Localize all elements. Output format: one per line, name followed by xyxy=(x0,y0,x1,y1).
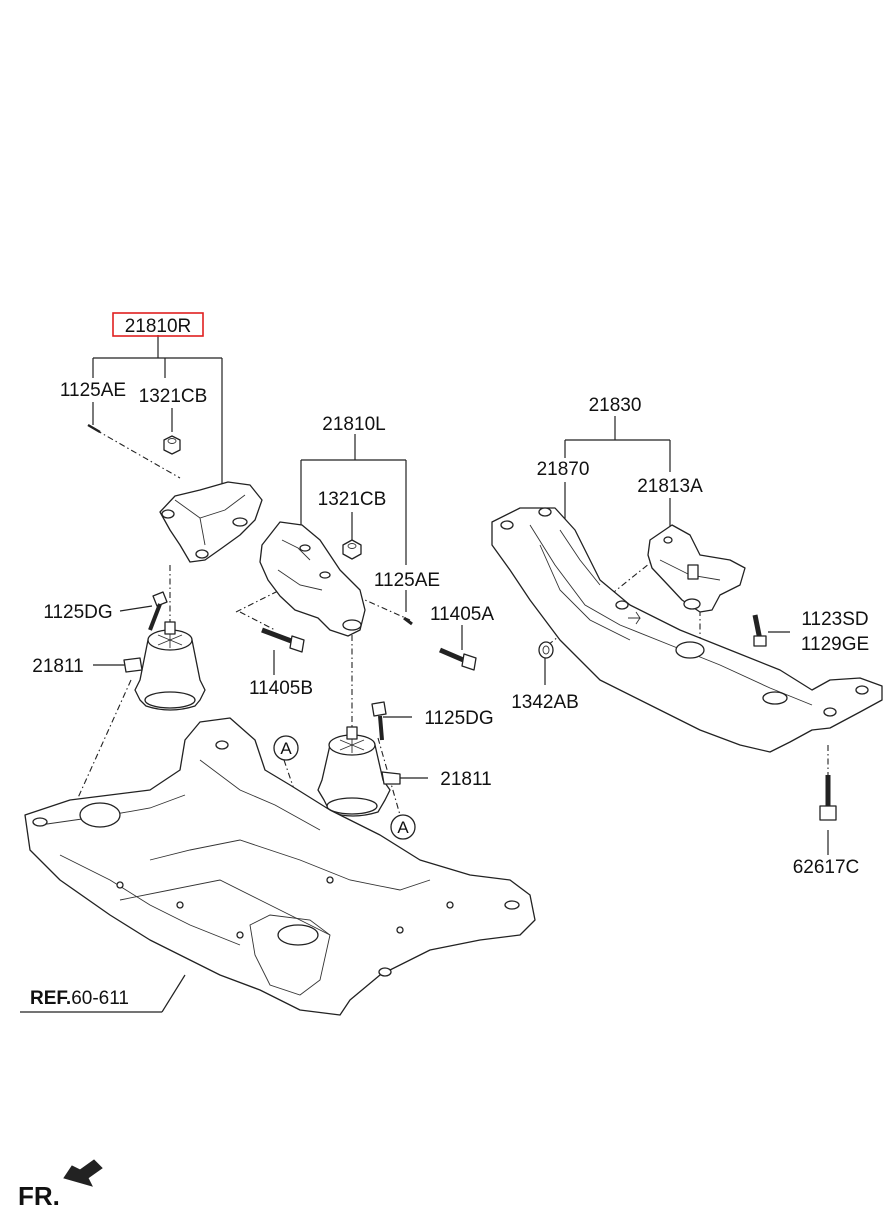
circle-a-top-label: A xyxy=(280,739,292,758)
label-1125ae-r[interactable]: 1125AE xyxy=(60,380,126,401)
label-11405b[interactable]: 11405B xyxy=(249,678,313,699)
ref-prefix: REF. xyxy=(30,988,71,1009)
part-labels: 21810R 1125AE 1321CB 1125DG 21811 21810L… xyxy=(18,316,869,1211)
nut-1321cb-r-shape xyxy=(163,435,181,455)
label-1125dg-l[interactable]: 1125DG xyxy=(43,602,112,623)
bolt-1125ae-r-shape xyxy=(87,423,101,434)
bolt-11405b-shape xyxy=(261,627,305,653)
subframe-shape xyxy=(24,717,536,1016)
crossmember-21830-shape xyxy=(491,507,883,753)
ref-label[interactable]: REF.60-611 xyxy=(30,988,129,1009)
label-21810r[interactable]: 21810R xyxy=(125,316,192,337)
nut-1321cb-l-shape xyxy=(342,539,362,560)
circle-a-bottom: A xyxy=(390,814,416,840)
front-label: FR. xyxy=(18,1181,60,1211)
label-1125dg-r[interactable]: 1125DG xyxy=(424,708,493,729)
label-1123sd[interactable]: 1123SD xyxy=(801,609,868,630)
leader-lines xyxy=(20,335,829,1013)
label-1321cb-r[interactable]: 1321CB xyxy=(139,386,208,407)
label-21811-r[interactable]: 21811 xyxy=(440,769,491,790)
label-62617c[interactable]: 62617C xyxy=(793,857,860,878)
bolt-1125dg-r-shape xyxy=(371,701,387,741)
bolt-11405a-shape xyxy=(439,647,477,671)
bolt-1125ae-l-shape xyxy=(403,616,413,626)
circle-a-bottom-label: A xyxy=(397,818,409,837)
label-21813a[interactable]: 21813A xyxy=(637,476,703,497)
bushing-1342ab-shape xyxy=(538,641,554,659)
bolt-62617c-shape xyxy=(819,775,837,821)
label-1321cb-l[interactable]: 1321CB xyxy=(318,489,387,510)
front-arrow-icon xyxy=(63,1159,103,1187)
label-21810l[interactable]: 21810L xyxy=(322,414,385,435)
bracket-21810r-shape xyxy=(159,481,263,563)
circle-a-top: A xyxy=(273,735,299,761)
label-11405a[interactable]: 11405A xyxy=(430,604,494,625)
bracket-21813a-shape xyxy=(647,524,746,613)
selected-part-highlight xyxy=(112,312,204,337)
engine-mount-21811-left-shape xyxy=(123,621,206,711)
label-21811-l[interactable]: 21811 xyxy=(32,656,83,677)
label-21830[interactable]: 21830 xyxy=(589,395,642,416)
label-21870[interactable]: 21870 xyxy=(537,459,590,480)
label-1125ae-l[interactable]: 1125AE xyxy=(374,570,440,591)
bolt-1123sd-shape xyxy=(752,614,767,647)
bolt-1125dg-l-shape xyxy=(148,591,168,631)
bracket-21810l-shape xyxy=(259,521,366,637)
ref-number: 60-611 xyxy=(71,988,129,1009)
label-1129ge[interactable]: 1129GE xyxy=(801,634,869,655)
engine-mount-21811-right-shape xyxy=(317,726,401,817)
label-1342ab[interactable]: 1342AB xyxy=(511,692,579,713)
